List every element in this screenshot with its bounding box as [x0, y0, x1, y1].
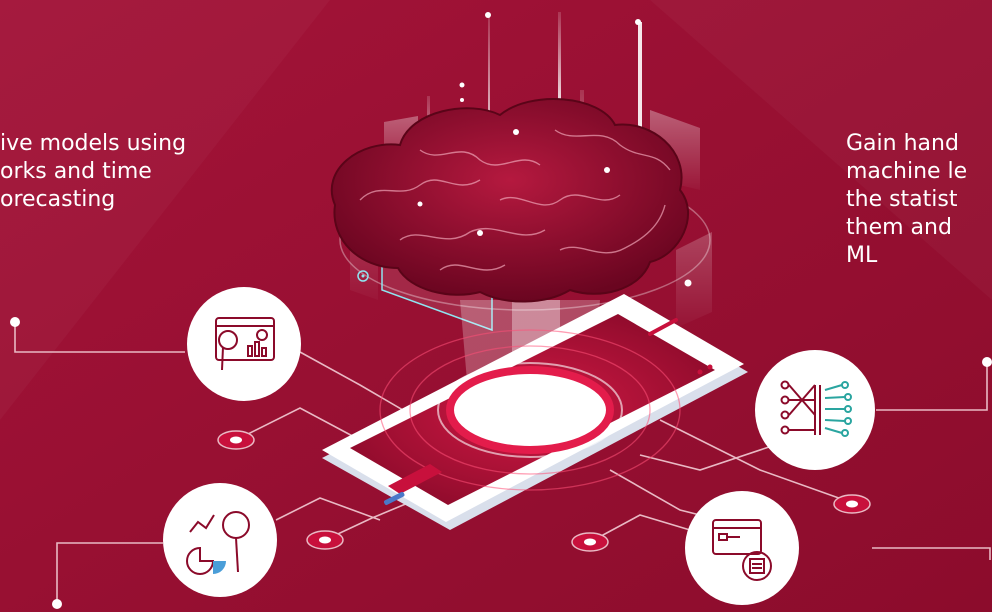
node-marker	[571, 532, 609, 552]
node-marker	[217, 430, 255, 450]
pie-chart-search-icon	[163, 483, 277, 597]
analytics-dashboard-icon	[187, 287, 301, 401]
left-callout-line: ive models using	[0, 131, 186, 156]
right-callout-text: Gain hand machine le the statist them an…	[846, 131, 974, 268]
left-callout-text: ive models using orks and time orecastin…	[0, 131, 193, 212]
connector-endpoints	[10, 317, 992, 609]
neural-network-icon	[755, 350, 875, 470]
right-callout-line: them and	[846, 215, 952, 240]
right-callout-line: machine le	[846, 159, 967, 184]
node-marker	[306, 530, 344, 550]
workflow-settings-icon	[685, 491, 799, 605]
right-callout-line: the statist	[846, 187, 958, 212]
left-callout-line: orecasting	[0, 187, 115, 212]
right-callout-line: ML	[846, 243, 878, 268]
brain-icon	[330, 98, 690, 303]
right-callout-line: Gain hand	[846, 131, 959, 156]
node-marker	[833, 494, 871, 514]
smartphone-icon	[322, 294, 748, 530]
left-callout-line: orks and time	[0, 159, 152, 184]
